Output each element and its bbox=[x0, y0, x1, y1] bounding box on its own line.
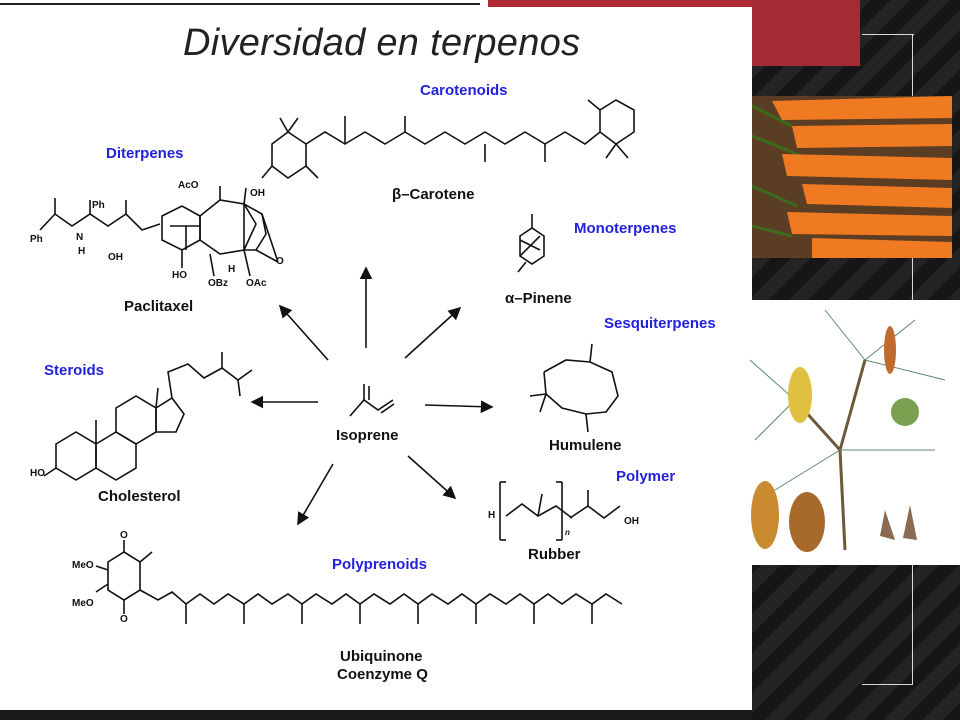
class-label-sesquiterpenes: Sesquiterpenes bbox=[604, 315, 716, 332]
slide-title: Diversidad en terpenos bbox=[183, 22, 581, 64]
class-label-steroids: Steroids bbox=[44, 362, 105, 379]
atom-ho: HO bbox=[30, 468, 45, 479]
atom-oh: OH bbox=[250, 188, 265, 199]
compound-paclitaxel: Paclitaxel bbox=[124, 298, 194, 315]
slide-panel bbox=[0, 0, 752, 710]
beta-carotene-structure bbox=[261, 99, 635, 179]
paclitaxel-structure bbox=[39, 186, 279, 277]
atom-acO: AcO bbox=[178, 180, 199, 191]
atom-n: n bbox=[565, 528, 570, 537]
atom-n: N bbox=[76, 232, 84, 243]
ubiquinone-structure bbox=[95, 540, 623, 624]
compound-beta-carotene: β–Carotene bbox=[392, 186, 475, 203]
atom-ph: Ph bbox=[92, 200, 105, 211]
carrots-photo bbox=[752, 96, 952, 258]
atom-ho: HO bbox=[172, 270, 187, 281]
top-rule bbox=[0, 3, 480, 5]
class-label-polymer: Polymer bbox=[616, 468, 676, 485]
atom-oh: OH bbox=[624, 516, 639, 527]
arrow-to-monoterpenes bbox=[404, 306, 462, 359]
atom-oh: OH bbox=[108, 252, 123, 263]
compound-humulene: Humulene bbox=[549, 437, 622, 454]
rubber-structure bbox=[499, 481, 621, 541]
alpha-pinene-structure bbox=[517, 214, 545, 273]
humulene-structure bbox=[529, 343, 619, 433]
accent-bar bbox=[488, 0, 752, 7]
arrow-to-polymer bbox=[407, 455, 457, 500]
class-label-diterpenes: Diterpenes bbox=[106, 145, 184, 162]
compound-coenzyme-q: Coenzyme Q bbox=[337, 666, 428, 683]
atom-meo: MeO bbox=[72, 598, 94, 609]
atom-h: H bbox=[228, 264, 236, 275]
compound-alpha-pinene: α–Pinene bbox=[505, 290, 572, 307]
class-label-carotenoids: Carotenoids bbox=[420, 82, 508, 99]
arrow-to-sesquiterpenes bbox=[424, 400, 494, 414]
isoprene-structure bbox=[349, 384, 395, 417]
pine-branch-photo bbox=[745, 300, 960, 565]
atom-oac: OAc bbox=[246, 278, 267, 289]
arrow-to-polyprenoids bbox=[297, 463, 334, 526]
atom-o: O bbox=[120, 614, 128, 625]
compound-rubber: Rubber bbox=[528, 546, 581, 563]
compound-cholesterol: Cholesterol bbox=[98, 488, 181, 505]
frame-line bbox=[862, 34, 914, 35]
atom-h: H bbox=[488, 510, 496, 521]
atom-h: H bbox=[78, 246, 86, 257]
terpene-diagram bbox=[39, 99, 635, 624]
frame-line bbox=[862, 684, 913, 685]
atom-meo: MeO bbox=[72, 560, 94, 571]
atom-obz: OBz bbox=[208, 278, 228, 289]
isoprene-label: Isoprene bbox=[336, 427, 399, 444]
atom-o: O bbox=[120, 530, 128, 541]
cholesterol-structure bbox=[43, 352, 253, 481]
atom-ph: Ph bbox=[30, 234, 43, 245]
atom-o: O bbox=[276, 256, 284, 267]
arrow-to-diterpenes bbox=[278, 304, 329, 361]
compound-ubiquinone: Ubiquinone bbox=[340, 648, 423, 665]
class-label-polyprenoids: Polyprenoids bbox=[332, 556, 428, 573]
class-label-monoterpenes: Monoterpenes bbox=[574, 220, 677, 237]
accent-box bbox=[752, 0, 860, 66]
